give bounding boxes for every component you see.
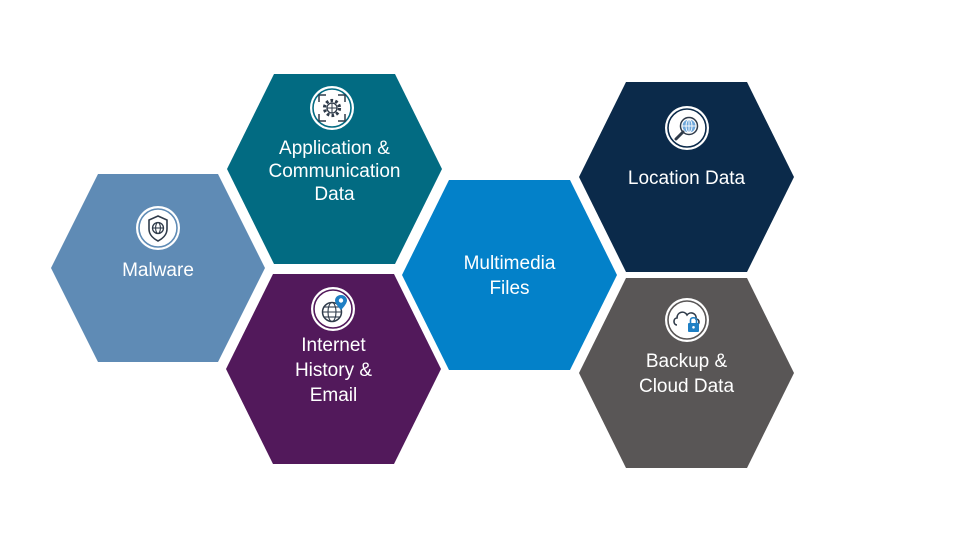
hex-internet-history-email xyxy=(226,274,441,464)
hex-application-communication-data xyxy=(227,74,442,264)
hex-internet-shape xyxy=(226,274,441,464)
hex-multimedia-shape xyxy=(402,180,617,370)
hex-malware-shape xyxy=(51,174,265,362)
hex-backup-shape xyxy=(579,278,794,468)
globe-pin-icon xyxy=(311,287,355,331)
hex-location-data xyxy=(579,82,794,272)
hex-application-shape xyxy=(227,74,442,264)
magnifier-globe-icon xyxy=(665,106,709,150)
hex-backup-cloud-data xyxy=(579,278,794,468)
shield-globe-icon xyxy=(136,206,180,250)
gear-arrows-icon xyxy=(310,86,354,130)
hex-multimedia-files xyxy=(402,180,617,370)
cloud-lock-icon xyxy=(665,298,709,342)
hex-malware xyxy=(51,174,265,362)
hex-location-shape xyxy=(579,82,794,272)
